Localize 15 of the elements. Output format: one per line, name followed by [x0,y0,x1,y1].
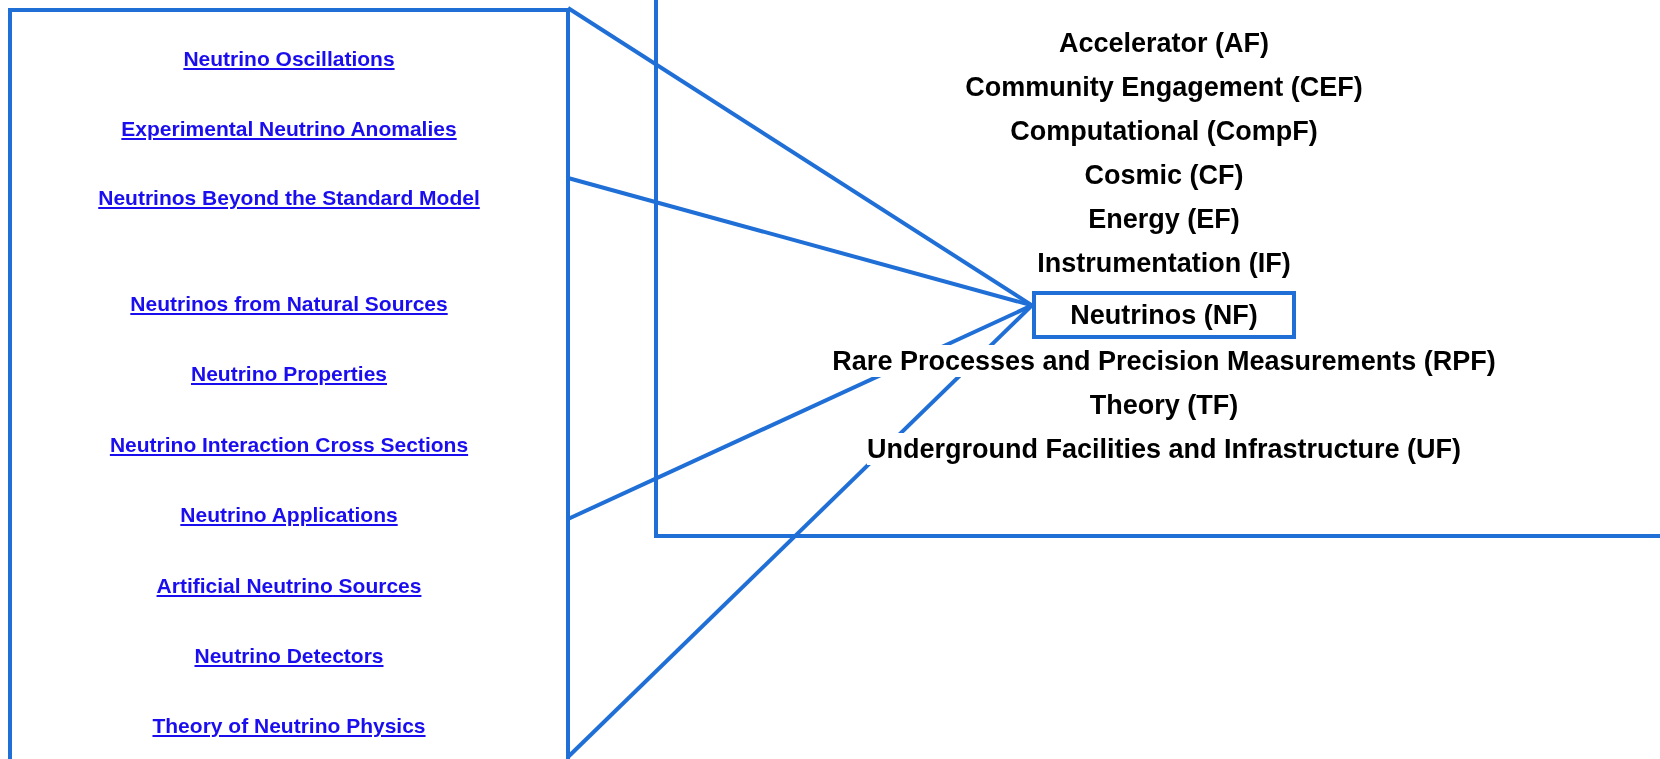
topic-link: Neutrino Detectors [193,643,385,669]
panel-box [8,8,570,759]
topic-link: Neutrino Oscillations [182,46,396,72]
topic-link: Neutrino Interaction Cross Sections [108,432,470,458]
frontier-label: Rare Processes and Precision Measurements (RPF) [832,345,1496,377]
topic-link: Artificial Neutrino Sources [155,573,423,599]
topic-link: Experimental Neutrino Anomalies [120,116,458,142]
panel-box [654,0,1660,538]
topic-link: Neutrino Applications [179,502,399,528]
topic-link: Theory of Neutrino Physics [151,713,427,739]
highlight-box [1032,291,1296,339]
topic-link: Neutrino Properties [189,361,388,387]
topic-link: Neutrinos from Natural Sources [129,291,449,317]
frontier-label: Underground Facilities and Infrastructure (UF) [866,433,1462,465]
topic-link: Neutrinos Beyond the Standard Model [97,185,481,211]
